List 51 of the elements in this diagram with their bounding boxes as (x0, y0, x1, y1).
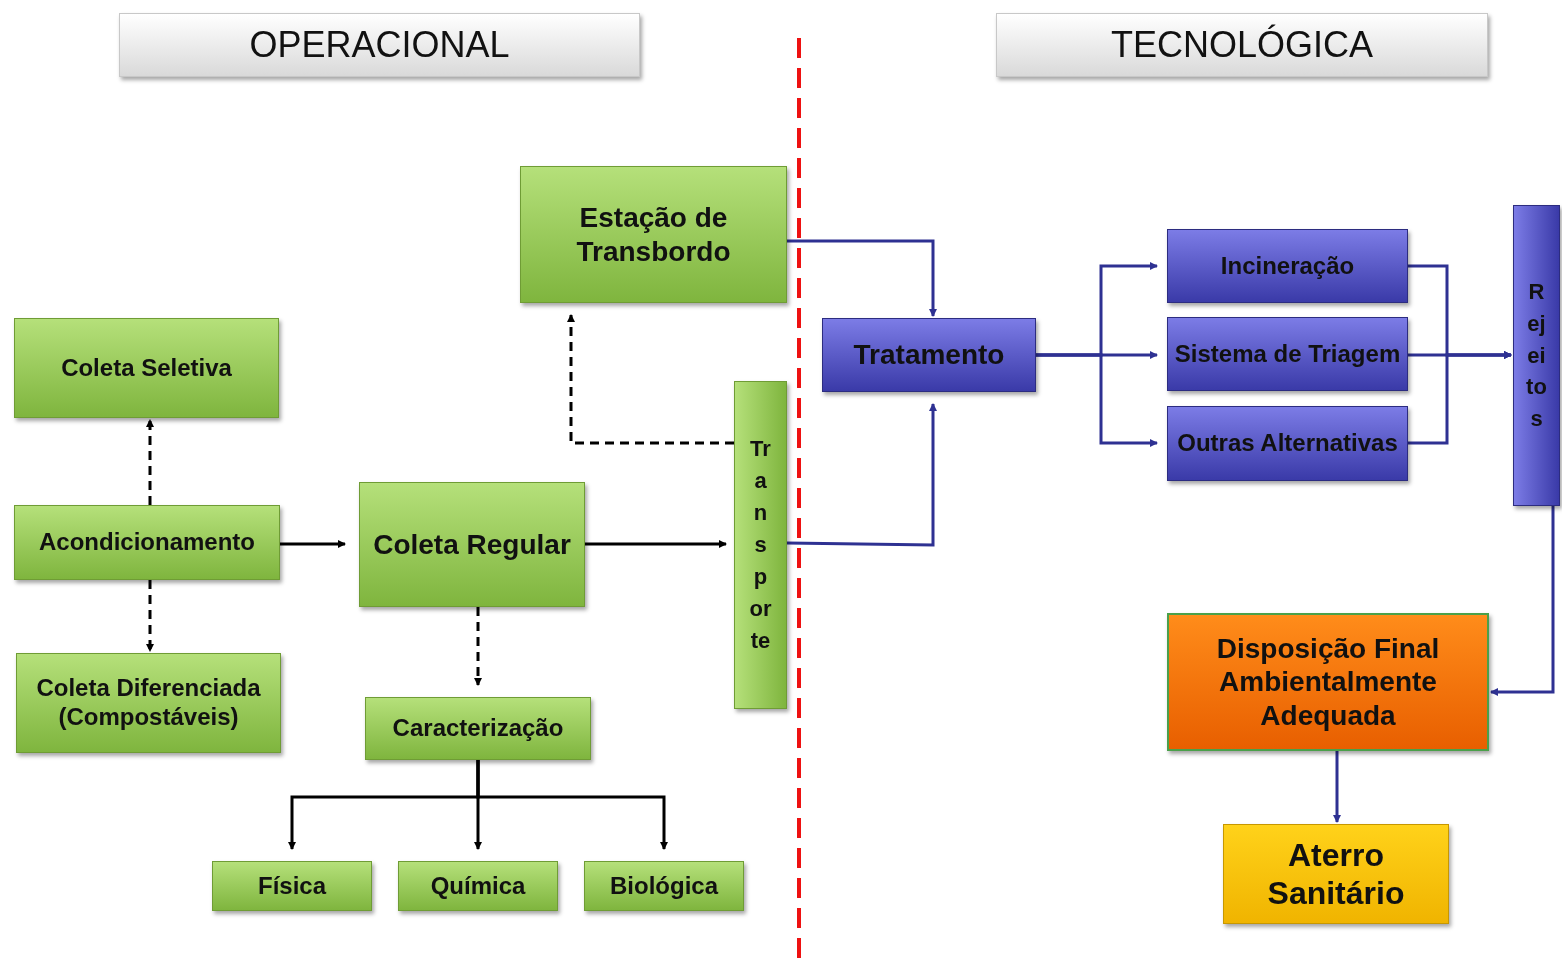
box-label: Coleta Diferenciada (Compostáveis) (35, 674, 262, 732)
arrow (567, 314, 734, 445)
box-label: Química (430, 871, 526, 901)
box-label: Caracterização (392, 714, 564, 743)
process-box (359, 482, 585, 607)
arrow (474, 607, 482, 686)
box-label: Incineração (1220, 251, 1355, 281)
arrow (280, 540, 346, 548)
box-label: TECNOLÓGICA (1110, 23, 1373, 67)
box-label: Biológica (610, 871, 718, 901)
process-box (1167, 613, 1489, 751)
process-box (1223, 824, 1449, 924)
box-label: Coleta Regular (373, 527, 571, 562)
process-box (520, 166, 787, 303)
box-label: Sistema de Triagem (1174, 339, 1401, 369)
arrow (585, 540, 727, 548)
box-label: Acondicionamento (39, 528, 255, 557)
arrow (1333, 751, 1341, 823)
process-box (14, 505, 280, 580)
arrow (787, 403, 937, 547)
box-label: OPERACIONAL (249, 23, 510, 67)
process-box (1167, 317, 1408, 391)
process-box (1167, 406, 1408, 481)
arrow (146, 419, 154, 505)
process-box (365, 697, 591, 760)
box-label: Tratamento (853, 338, 1005, 372)
arrow (1036, 353, 1158, 447)
box-label: Disposição Final Ambientalmente Adequada (1215, 631, 1441, 733)
arrow (1490, 506, 1555, 696)
process-box (584, 861, 744, 911)
arrow (1408, 351, 1512, 445)
process-box (1513, 205, 1560, 506)
process-box (398, 861, 558, 911)
process-box (734, 381, 787, 709)
box-label: Outras Alternativas (1177, 429, 1398, 458)
process-box (822, 318, 1036, 392)
box-label: Coleta Seletiva (61, 353, 232, 383)
arrow (787, 239, 937, 317)
process-box (212, 861, 372, 911)
process-box (16, 653, 281, 753)
arrow (146, 580, 154, 652)
box-label: Transporte (749, 435, 772, 655)
process-box (14, 318, 279, 418)
section-header (119, 13, 640, 77)
box-label: Física (257, 871, 326, 901)
process-box (1167, 229, 1408, 303)
section-header (996, 13, 1488, 77)
box-label: Aterro Sanitário (1266, 835, 1406, 913)
arrow (476, 760, 668, 850)
box-label: Rejeitos (1525, 277, 1548, 434)
box-label: Estação de Transbordo (575, 200, 732, 269)
